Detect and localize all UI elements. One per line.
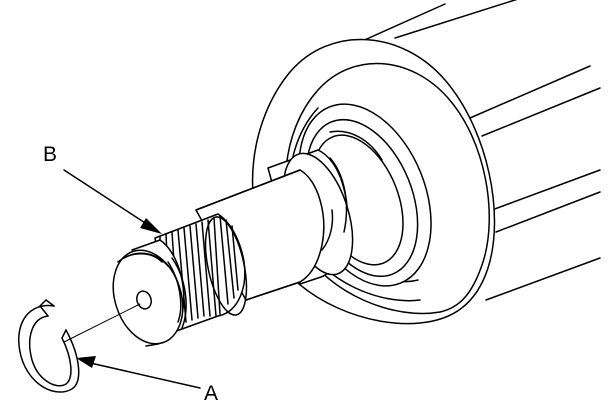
leader-a — [76, 356, 201, 389]
leader-b — [63, 169, 162, 234]
snap-ring — [18, 299, 80, 393]
axis-centerline — [63, 303, 141, 343]
output-shaft — [195, 169, 325, 301]
shaft-tip — [112, 239, 187, 347]
splined-end — [154, 213, 248, 335]
callout-b-label: B — [43, 143, 58, 166]
housing-body — [359, 0, 601, 301]
callout-a-label: A — [204, 382, 219, 405]
